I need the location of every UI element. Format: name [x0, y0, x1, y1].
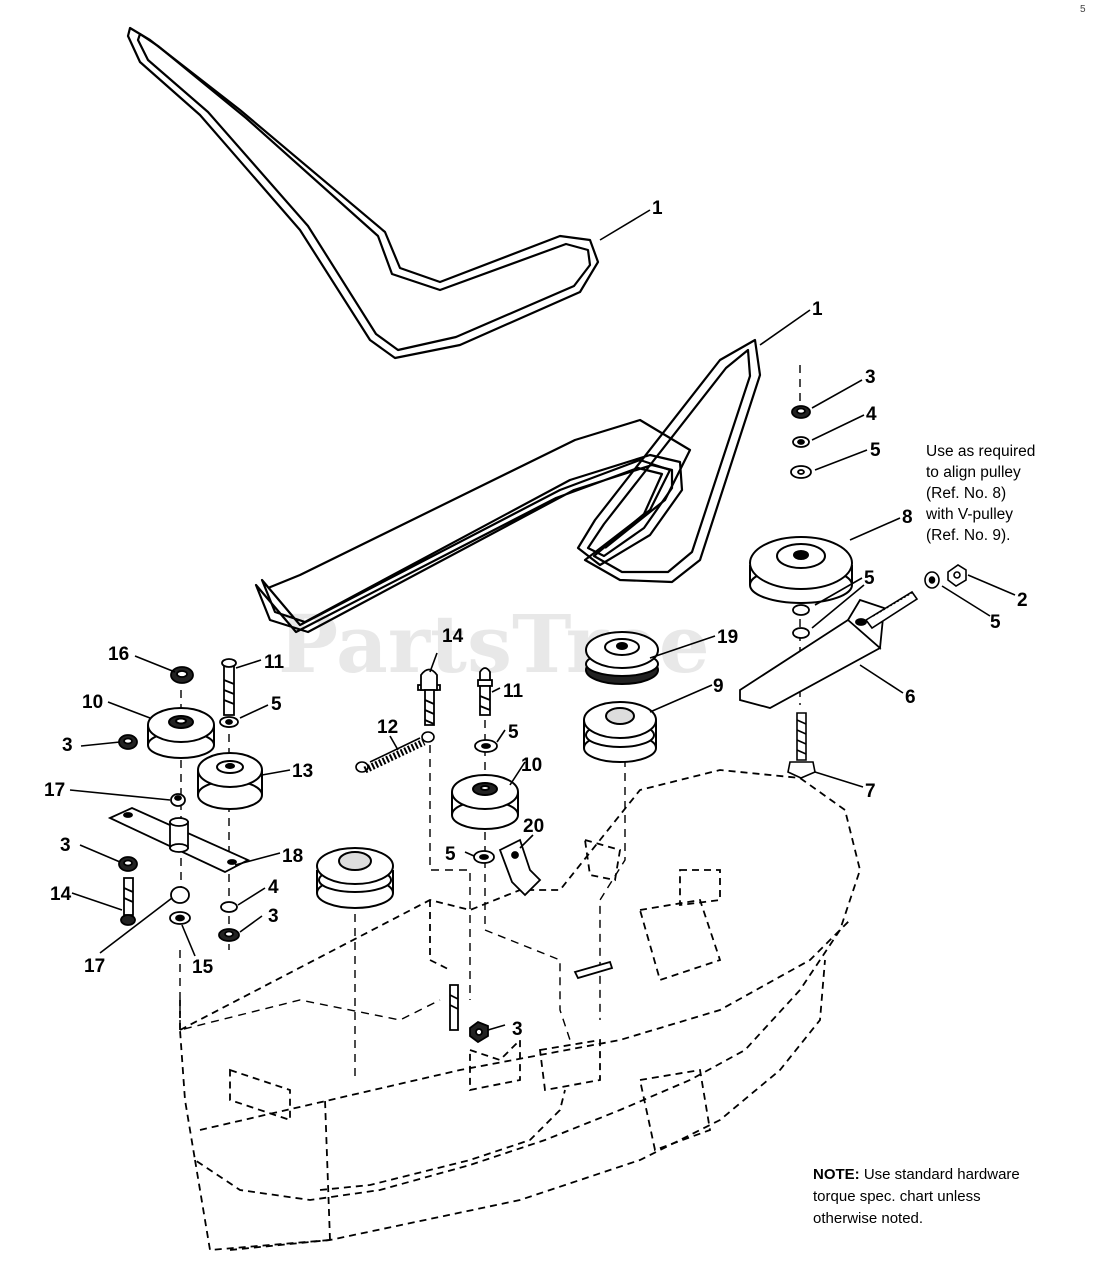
alignment-note: Use as required to align pulley (Ref. No… [926, 441, 1076, 546]
center-hardware [417, 667, 614, 1044]
callout-pulley-10-center: 10 [521, 755, 542, 776]
left-hardware [118, 658, 240, 942]
alignment-note-line: to align pulley [926, 464, 1021, 481]
idler-arm-18 [107, 807, 251, 874]
callout-nut-3-left: 3 [62, 735, 73, 756]
spindle-pulley [316, 847, 394, 909]
callout-nut-3-center: 3 [512, 1019, 523, 1040]
callout-bolt-14-left: 14 [50, 884, 72, 905]
belt-upper [126, 26, 600, 360]
leader-lines [69, 209, 1016, 1031]
callout-belt-bottom: 1 [812, 299, 823, 320]
pulley-8 [749, 536, 853, 604]
alignment-note-line: with V-pulley [926, 506, 1014, 523]
callout-spring-12: 12 [377, 717, 398, 738]
callout-nut-2: 2 [1017, 590, 1028, 611]
callout-pulley-10-left: 10 [82, 692, 103, 713]
callout-bracket-6: 6 [905, 687, 916, 708]
callout-bolt-11-left: 11 [264, 652, 285, 673]
callout-nut-3-left-bottom: 3 [268, 906, 279, 927]
callout-nut-3-right: 3 [865, 367, 876, 388]
torque-note-line-2: torque spec. chart unless [813, 1188, 981, 1205]
callout-belt-top: 1 [652, 198, 663, 219]
pulley-19 [585, 631, 659, 685]
pulley-9 [583, 701, 657, 763]
alignment-note-line: Use as required [926, 443, 1036, 460]
callout-bolt-14-center: 14 [442, 626, 464, 647]
callout-washer-5-mid-right: 5 [864, 568, 875, 589]
callout-labels: 1 1 3 4 5 8 5 2 5 6 7 19 9 16 11 5 10 3 … [44, 198, 1028, 1040]
callout-pulley-8: 8 [902, 507, 913, 528]
callout-pulley-19: 19 [717, 627, 738, 648]
callout-nut-3-left-lower: 3 [60, 835, 71, 856]
callout-bolt-11-center: 11 [503, 681, 524, 702]
idler-bracket-6 [739, 598, 885, 709]
carriage-bolt [864, 564, 967, 630]
callout-arm-18: 18 [282, 846, 303, 867]
alignment-note-line: (Ref. No. 9). [926, 527, 1011, 544]
callout-pulley-9: 9 [713, 676, 724, 697]
torque-note-line-3: otherwise noted. [813, 1210, 924, 1227]
callout-nut-16: 16 [108, 644, 129, 665]
corner-mark: 5 [1080, 4, 1086, 15]
callout-washer-5-center: 5 [508, 722, 519, 743]
callout-guide-20: 20 [523, 816, 544, 837]
callout-spacer-17-bottom: 17 [84, 956, 105, 977]
torque-note-text: Use standard hardware [863, 1166, 1020, 1183]
torque-note: NOTE: Use standard hardware torque spec.… [813, 1164, 1073, 1230]
callout-washer-4-right: 4 [866, 404, 877, 425]
assembly-centerlines [179, 365, 801, 1080]
belt-guide-20 [498, 838, 542, 897]
bolt-7 [787, 712, 816, 779]
callout-pulley-13: 13 [292, 761, 313, 782]
right-hardware-stack [790, 405, 812, 639]
callout-washer-15: 15 [192, 957, 214, 978]
callout-washer-5-right: 5 [870, 440, 881, 461]
callout-washer-5-left: 5 [271, 694, 282, 715]
pulley-13 [197, 752, 263, 810]
callout-washer-5-center-lower: 5 [445, 844, 456, 865]
belt-lower [254, 338, 762, 634]
torque-note-label: NOTE: [813, 1166, 860, 1183]
callout-bolt-7: 7 [865, 781, 876, 802]
callout-spacer-17-top: 17 [44, 780, 65, 801]
alignment-note-line: (Ref. No. 8) [926, 485, 1007, 502]
pulley-10-center [451, 774, 519, 830]
mower-deck [179, 769, 861, 1251]
torque-note-line-1: NOTE: Use standard hardware [813, 1164, 1073, 1186]
callout-washer-4-left: 4 [268, 877, 279, 898]
spring-12 [355, 731, 435, 774]
callout-washer-5-far-right: 5 [990, 612, 1001, 633]
pulley-10-left [147, 707, 215, 759]
